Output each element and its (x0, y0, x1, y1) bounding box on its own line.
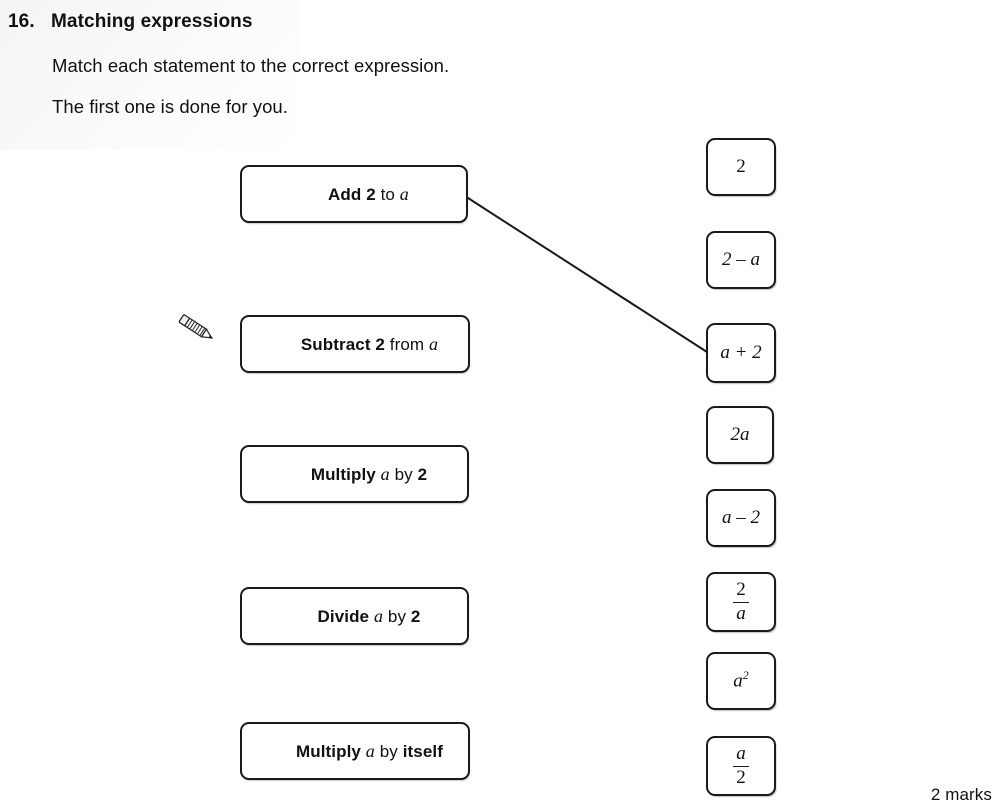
fraction-a-over-2: a 2 (733, 744, 749, 787)
expression-box-a-plus-2[interactable]: a + 2 (706, 323, 776, 383)
statement-text-add: Add 2 to a (328, 183, 409, 204)
question-title: Matching expressions (51, 11, 253, 32)
pencil-icon (178, 314, 214, 339)
fraction-denominator: a (733, 601, 749, 624)
expression-text-two: 2 (736, 156, 746, 177)
statement-text-multiply-by-2: Multiply a by 2 (310, 463, 428, 484)
fraction-denominator: 2 (733, 765, 749, 788)
expression-box-two[interactable]: 2 (706, 138, 776, 196)
expression-box-a-squared[interactable]: a2 (706, 652, 776, 710)
expression-text-a-plus-2: a + 2 (720, 342, 762, 363)
expression-box-a-minus-2[interactable]: a – 2 (706, 489, 776, 547)
expression-box-2-over-a[interactable]: 2 a (706, 572, 776, 632)
expression-box-2a[interactable]: 2a (706, 406, 774, 464)
fraction-2-over-a: 2 a (733, 580, 749, 623)
statement-text-divide-by-2: Divide a by 2 (317, 605, 421, 626)
marks-label: 2 marks (930, 785, 992, 804)
expression-box-a-over-2[interactable]: a 2 (706, 736, 776, 796)
expression-text-2a: 2a (730, 424, 750, 445)
instruction-line-2: The first one is done for you. (52, 96, 288, 117)
expression-text-2-minus-a: 2 – a (722, 249, 760, 270)
expression-text-a-minus-2: a – 2 (722, 507, 760, 528)
expression-text-a-squared: a2 (733, 669, 749, 692)
fraction-numerator: 2 (736, 579, 746, 601)
connector-line-add-to-a-plus-2 (467, 197, 708, 353)
question-number: 16. (8, 11, 35, 32)
expression-box-2-minus-a[interactable]: 2 – a (706, 231, 776, 289)
fraction-numerator: a (736, 743, 746, 765)
instruction-line-1: Match each statement to the correct expr… (52, 55, 450, 76)
statement-box-multiply-by-itself[interactable]: Multiply a by itself (240, 722, 470, 780)
statement-box-divide-by-2[interactable]: Divide a by 2 (240, 587, 469, 645)
statement-text-subtract: Subtract 2 from a (300, 333, 439, 354)
statement-box-add[interactable]: Add 2 to a (240, 165, 468, 223)
statement-text-multiply-by-itself: Multiply a by itself (295, 740, 443, 761)
statement-box-subtract[interactable]: Subtract 2 from a (240, 315, 470, 373)
statement-box-multiply-by-2[interactable]: Multiply a by 2 (240, 445, 469, 503)
exponent: 2 (742, 669, 749, 683)
